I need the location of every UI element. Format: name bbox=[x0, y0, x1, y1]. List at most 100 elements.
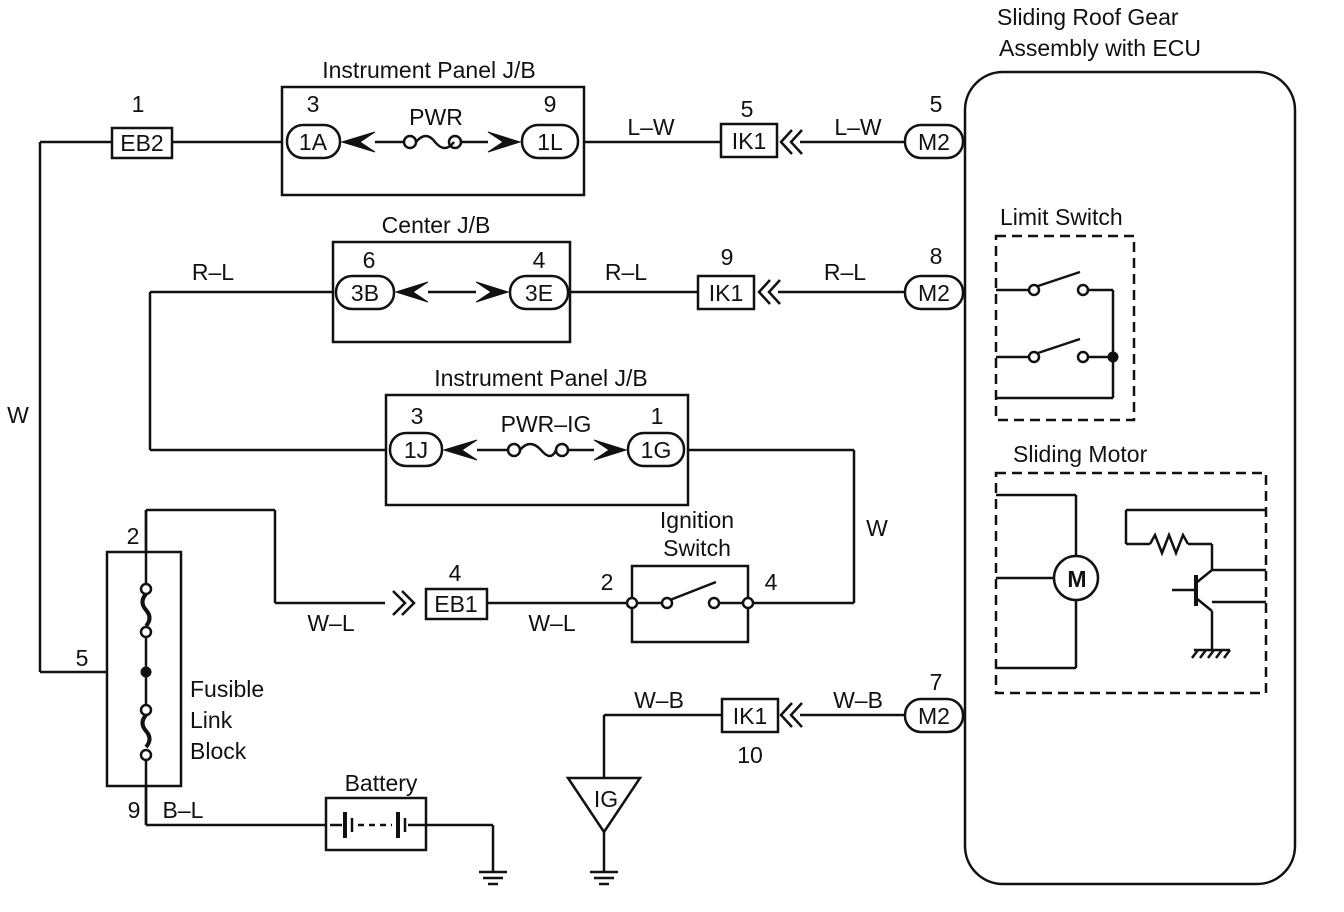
connector-eb1-label: EB1 bbox=[434, 591, 477, 617]
pin-number: 5 bbox=[76, 645, 89, 671]
fuse-pwr-label: PWR bbox=[409, 104, 463, 130]
fuse-terminal bbox=[402, 134, 418, 150]
connector-arrow bbox=[442, 439, 478, 461]
connector-m2-label: M2 bbox=[918, 129, 950, 155]
ipjb-top-title: Instrument Panel J/B bbox=[322, 57, 536, 83]
wires bbox=[38, 140, 905, 872]
connector-1a bbox=[285, 123, 342, 160]
center-jb-title: Center J/B bbox=[382, 212, 491, 238]
connector-arrow bbox=[394, 281, 429, 303]
connector-arrow bbox=[593, 439, 628, 461]
male-terminal-arrow bbox=[401, 590, 416, 616]
pin-number: 2 bbox=[127, 523, 140, 549]
connector-1g bbox=[626, 431, 686, 468]
limit-switch bbox=[994, 234, 1136, 422]
pin-number: 5 bbox=[741, 96, 754, 122]
male-terminal-arrow bbox=[757, 279, 771, 305]
male-terminal-arrow bbox=[789, 129, 803, 155]
pin-number: 2 bbox=[601, 569, 614, 595]
connector-m2-row2: M2 bbox=[903, 274, 965, 311]
connector-eb2: EB2 bbox=[110, 126, 174, 160]
instrument-panel-jb-top: 1A 1L PWR bbox=[280, 85, 586, 197]
fusible-link-symbol bbox=[140, 592, 152, 628]
connector-eb2-label: EB2 bbox=[120, 130, 163, 156]
pin-number: 10 bbox=[737, 742, 763, 768]
fuse-pwr-symbol bbox=[415, 134, 455, 150]
connector-3b bbox=[334, 274, 396, 311]
connector-m2-label: M2 bbox=[918, 280, 950, 306]
ecu-title: Assembly with ECU bbox=[999, 35, 1201, 61]
wire-color-label: W bbox=[866, 515, 888, 541]
motor-label: M bbox=[1067, 566, 1086, 592]
center-jb: 3B 3E bbox=[331, 240, 572, 344]
limit-switch-title: Limit Switch bbox=[1000, 204, 1123, 230]
male-terminal-arrow bbox=[779, 702, 793, 728]
pin-number: 4 bbox=[765, 569, 778, 595]
ignition-switch-title: Ignition bbox=[660, 507, 734, 533]
resistor-icon bbox=[1148, 531, 1190, 557]
connector-1a-label: 1A bbox=[299, 129, 328, 155]
ignition-switch bbox=[625, 564, 755, 644]
pin-number: 1 bbox=[651, 403, 664, 429]
pin-number: 6 bbox=[363, 247, 376, 273]
pin-number: 4 bbox=[533, 247, 546, 273]
ipjb-mid-title: Instrument Panel J/B bbox=[434, 365, 648, 391]
connector-m2-row3: M2 bbox=[903, 697, 965, 734]
wire-color-label: W–L bbox=[307, 610, 355, 636]
junction-dot bbox=[140, 666, 152, 678]
male-terminal-arrow bbox=[767, 279, 781, 305]
wire-color-label: L–W bbox=[627, 114, 675, 140]
pin-number: 5 bbox=[930, 91, 943, 117]
connector-3b-label: 3B bbox=[351, 280, 379, 306]
male-terminal-arrow bbox=[779, 129, 793, 155]
instrument-panel-jb-mid: 1J 1G PWR–IG bbox=[384, 393, 690, 507]
connector-arrow bbox=[487, 131, 522, 153]
wire-color-label: W–B bbox=[833, 687, 883, 713]
ecu-title: Sliding Roof Gear bbox=[997, 4, 1179, 30]
pin-number: 8 bbox=[930, 243, 943, 269]
battery-title: Battery bbox=[345, 770, 418, 796]
connector-ik1-label: IK1 bbox=[709, 280, 744, 306]
male-terminal-arrow bbox=[392, 590, 407, 616]
battery bbox=[324, 796, 428, 852]
connector-ik1-label: IK1 bbox=[733, 703, 768, 729]
ground-icon bbox=[590, 870, 618, 886]
connector-m2-label: M2 bbox=[918, 703, 950, 729]
pin-number: 9 bbox=[128, 797, 141, 823]
fusible-link-symbol bbox=[140, 713, 152, 749]
wire-color-label: R–L bbox=[824, 259, 866, 285]
connector-ik1-row1: IK1 bbox=[719, 122, 803, 159]
connector-1l-label: 1L bbox=[537, 129, 563, 155]
junction-dot bbox=[1107, 351, 1119, 363]
male-terminal-arrow bbox=[789, 702, 803, 728]
pin-number: 3 bbox=[307, 91, 320, 117]
pin-number: 3 bbox=[411, 403, 424, 429]
connector-ik1-row2: IK1 bbox=[696, 274, 781, 311]
fuse-terminal bbox=[554, 442, 570, 458]
connector-3e-label: 3E bbox=[525, 280, 553, 306]
connector-1l bbox=[520, 123, 580, 160]
connector-arrow bbox=[475, 281, 510, 303]
ig-terminal-label: IG bbox=[594, 786, 618, 812]
wire-color-label: W bbox=[7, 402, 29, 428]
pin-number: 9 bbox=[544, 91, 557, 117]
pin-number: 9 bbox=[721, 244, 734, 270]
ig-terminal: IG bbox=[565, 776, 643, 835]
fuse-pwr-ig-label: PWR–IG bbox=[501, 411, 592, 437]
connector-ik1-row3: IK1 bbox=[720, 697, 803, 734]
ground-icon bbox=[479, 870, 507, 886]
connector-1j-label: 1J bbox=[404, 437, 428, 463]
sliding-motor: M bbox=[994, 471, 1268, 695]
wire-color-label: L–W bbox=[834, 114, 882, 140]
connector-1g-label: 1G bbox=[641, 437, 672, 463]
pin-number: 4 bbox=[449, 560, 462, 586]
connector-ik1-label: IK1 bbox=[732, 128, 767, 154]
fuse-pwr-ig-symbol bbox=[519, 442, 558, 458]
fusible-link-title: Block bbox=[190, 738, 247, 764]
ignition-switch-title: Switch bbox=[663, 535, 731, 561]
connector-eb1: EB1 bbox=[392, 587, 489, 621]
wire-color-label: W–B bbox=[634, 687, 684, 713]
wire-color-label: W–L bbox=[528, 610, 576, 636]
sliding-motor-title: Sliding Motor bbox=[1013, 441, 1148, 467]
